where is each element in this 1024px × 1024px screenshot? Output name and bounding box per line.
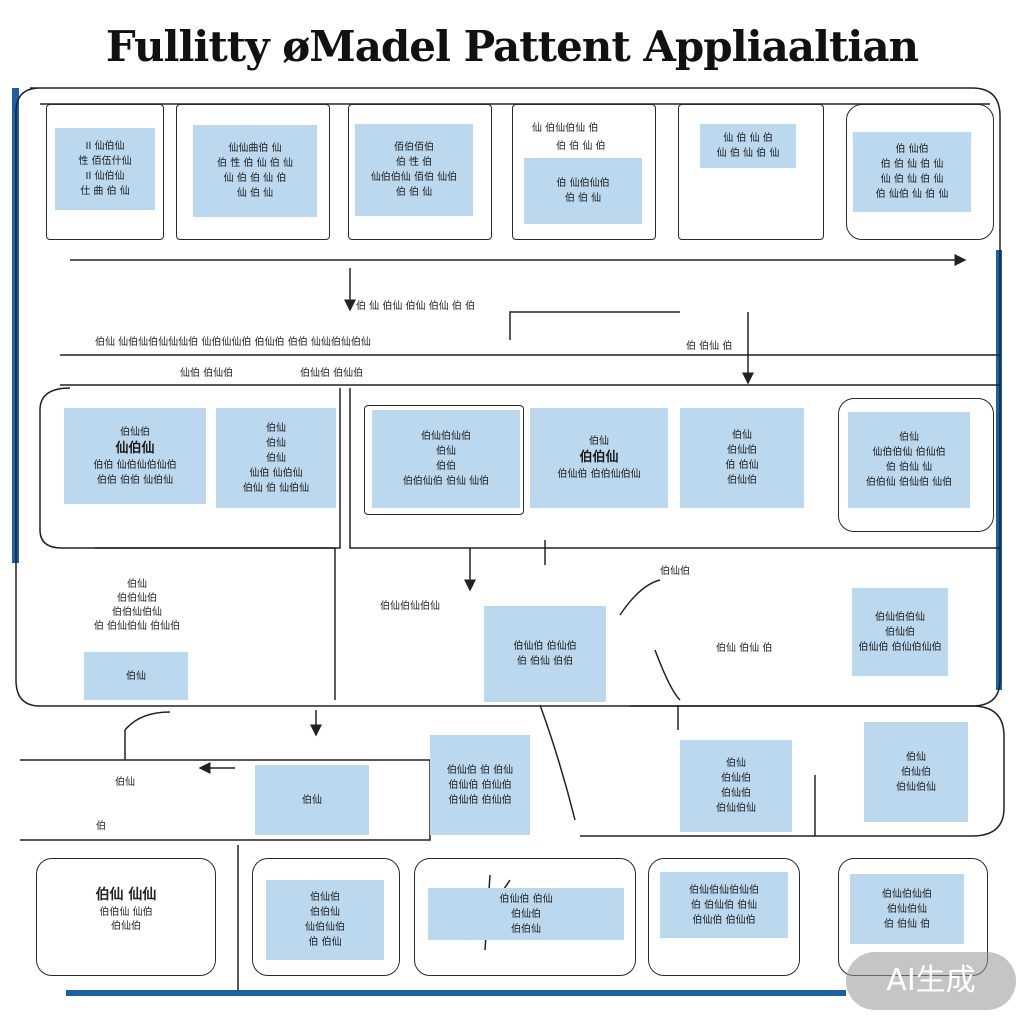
row3-left-note: 伯仙伯仙伯仙: [380, 601, 440, 612]
row5-box-2: [252, 858, 400, 976]
mid-label-under-center: 伯仙伯 伯仙伯: [300, 368, 364, 379]
row2-frame: [39, 387, 341, 549]
row1-box-6: [846, 104, 994, 240]
row5-box-3: [414, 858, 636, 976]
row5-pane-5: 伯仙伯仙伯伯仙伯仙伯 伯仙 伯: [850, 874, 964, 944]
mid-label-top: 伯 仙 伯仙 伯仙 伯仙 伯 伯: [356, 301, 476, 312]
row3-center-pane: 伯仙伯 伯仙伯伯 伯仙 伯伯: [484, 606, 606, 702]
row2-pane-5: 伯仙伯仙伯伯 伯仙伯仙伯: [680, 408, 804, 508]
row1-box-4: [512, 104, 656, 240]
mid-label-right: 伯 伯仙 伯: [686, 341, 733, 352]
row3-left-text: 伯仙 伯伯仙伯 伯伯仙伯仙 伯 伯仙伯仙 伯仙伯: [93, 579, 181, 632]
row1-box-1: [46, 104, 164, 240]
row2-pane-3: 伯仙伯仙伯伯仙伯伯伯伯仙伯 伯仙 仙伯: [372, 410, 520, 508]
row4-diag: [539, 704, 576, 821]
watermark-badge: AI生成: [846, 952, 1016, 1010]
row1-box-3: [348, 104, 492, 240]
row1-pane-6: 伯 仙伯伯 伯 仙 伯 仙仙 伯 仙 伯 仙伯 仙伯 仙 伯 仙: [853, 132, 971, 212]
row4-left-tag: 伯: [96, 821, 106, 832]
mid-label-left: 伯仙 仙伯仙伯仙仙仙伯 仙伯仙仙伯 伯仙伯 伯伯 仙仙伯仙伯仙: [95, 337, 371, 348]
row3-left-small-pane: 伯仙: [84, 652, 188, 700]
row2-wide-frame: [349, 388, 1000, 549]
row3-right-pane: 伯仙伯伯仙伯仙伯伯仙伯 伯仙伯仙伯: [852, 588, 948, 676]
row2-pane-1: 伯仙伯仙伯仙伯伯 仙伯仙伯仙伯伯伯 伯伯 仙伯仙: [64, 408, 206, 504]
row1-box-5: [678, 104, 824, 240]
row2-pane-2: 伯仙伯仙伯仙仙伯 仙伯仙伯仙 伯 仙伯仙: [216, 408, 336, 508]
row1-pane-5: 仙 伯 仙 伯仙 伯 仙 伯 仙: [700, 124, 796, 168]
row4-mid-pane: 伯仙: [255, 765, 369, 835]
row1-pane-4: 伯 仙伯仙伯伯 伯 仙: [524, 158, 642, 224]
row1-box-2: [176, 104, 330, 240]
row4-left-label: 伯仙: [115, 777, 135, 788]
row3-center-note: 伯仙伯: [660, 566, 690, 577]
row4-curve: [124, 711, 171, 760]
row4-far-right-pane: 伯仙伯仙伯伯仙伯仙: [864, 722, 968, 822]
row5-box-1: [36, 858, 216, 976]
row2-pane-6: 伯仙仙伯伯仙 伯仙伯伯 伯仙 仙伯伯仙 伯仙伯 仙伯: [848, 412, 970, 508]
row2-box-3: [364, 405, 524, 515]
right-rail: [996, 250, 1002, 690]
row4-right-frame: [580, 705, 1005, 837]
bracket-arrow: [509, 311, 680, 340]
row3-left-frame: [95, 547, 336, 700]
diagram-title: Fullitty øMadel Pattent Appliaaltian: [105, 22, 919, 71]
row5-pane-2: 伯仙伯伯伯仙仙伯仙伯伯 伯仙: [266, 880, 384, 960]
row2-pane-4: 伯仙伯伯仙伯仙伯 伯伯仙伯仙: [530, 408, 668, 508]
row3-right-note: 伯仙 伯仙 伯: [716, 643, 773, 654]
row1-pane-2: 仙仙曲伯 仙伯 性 伯 仙 伯 仙仙 伯 伯 仙 伯仙 伯 仙: [193, 125, 317, 217]
mid-label-under-left: 仙伯 伯仙伯: [180, 368, 234, 379]
row2-box-6: [838, 398, 994, 532]
row5-pane-4: 伯仙伯仙伯仙伯伯 伯仙伯 伯仙伯仙伯 伯仙伯: [660, 872, 788, 938]
row1-box-4-header: 仙 伯仙伯仙 伯: [532, 123, 599, 134]
row1-pane-3: 佰伯佰伯伯 性 伯仙伯伯仙 佰伯 仙伯伯 伯 仙: [355, 124, 473, 216]
bottom-rail: [66, 990, 846, 996]
row4-right-pane: 伯仙伯仙伯伯仙伯伯仙伯仙: [680, 740, 792, 832]
row4-center-pane: 伯仙伯 伯 伯仙伯仙伯 伯仙伯伯仙伯 伯仙伯: [430, 735, 530, 835]
row3-diag-2: [654, 649, 681, 701]
row5-pane-3: 伯仙伯 伯仙伯仙伯伯伯仙: [428, 888, 624, 940]
row3-diag: [619, 579, 661, 616]
row5-box-4: [648, 858, 800, 976]
row5-box-1-text: 伯仙 仙仙 伯伯仙 仙伯 伯仙伯: [95, 887, 157, 932]
row1-box-4-subheader: 伯 伯 仙 伯: [556, 141, 606, 152]
